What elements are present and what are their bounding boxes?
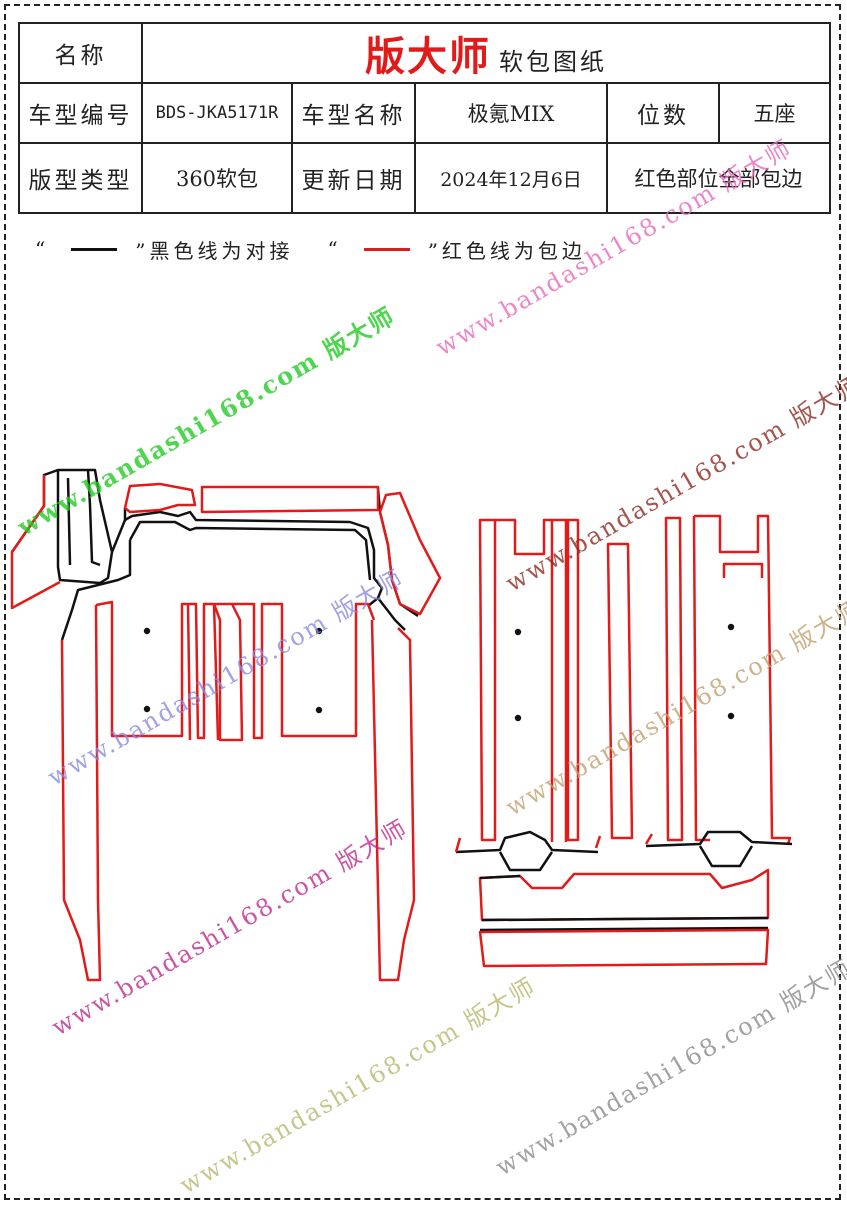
legend-black-text: ”黑色线为对接 [135,238,294,263]
rear-connector-black [455,830,793,872]
dash-far-left-red [10,475,61,610]
rear-middle-strip-red [606,542,634,840]
label-pattern-type: 版型类型 [18,142,143,214]
brand-name: 版大师 [365,33,491,80]
top-trim-center-red [200,485,380,514]
top-trim-right-red [378,491,442,616]
mount-hole [315,627,323,635]
rear-connector-red [454,833,654,853]
floor-mat-slots-red [186,603,220,741]
legend-black-open: “ [35,237,50,261]
dash-left-inner-black [66,469,101,567]
info-table: 名称 版大师软包图纸 车型编号 BDS-JKA5171R 车型名称 极氪MIX … [18,22,832,214]
floor-mat-center-red [95,600,376,742]
label-name: 名称 [18,22,143,84]
red-line-swatch [363,247,410,251]
title-cell: 版大师软包图纸 [140,22,832,84]
dash-center-black [60,510,406,641]
legend-red-open: “ [327,237,342,261]
rear-tunnel-black [479,874,769,932]
mount-hole [727,623,735,631]
rear-tunnel-red [478,868,770,922]
top-trim-left-red [123,482,197,514]
doc-title: 软包图纸 [499,48,607,76]
label-update-date: 更新日期 [291,142,416,214]
label-model-name: 车型名称 [291,82,416,144]
value-update-date: 2024年12月6日 [414,142,608,214]
rear-bottom-strip-red [478,928,770,968]
rear-mat-left-red [478,518,580,842]
front-floor-pattern [10,468,442,982]
mount-hole [727,712,735,720]
mount-hole [514,714,522,722]
info-row-2: 版型类型 360软包 更新日期 2024年12月6日 红色部位全部包边 [18,142,832,214]
value-pattern-type: 360软包 [141,142,293,214]
legend-red-text: ”红色线为包边 [427,238,586,263]
label-seats: 位数 [606,82,720,144]
mount-hole [315,706,323,714]
value-model-code: BDS-JKA5171R [141,82,293,144]
label-model-code: 车型编号 [18,82,143,144]
floor-mat-side-right-red [370,619,416,982]
mount-hole [143,705,151,713]
page-border [4,4,841,1200]
line-legend: “ ”黑色线为对接 “ ”红色线为包边 [35,234,586,264]
rear-mat-right-red [664,514,792,845]
mount-hole [143,627,151,635]
mount-hole [514,628,522,636]
info-row-1: 车型编号 BDS-JKA5171R 车型名称 极氪MIX 位数 五座 [18,82,832,144]
floor-mat-side-left-red [60,604,102,982]
edge-note: 红色部位全部包边 [605,142,832,214]
value-seats: 五座 [717,82,832,144]
title-row: 名称 版大师软包图纸 [18,22,832,84]
value-model-name: 极氪MIX [414,82,608,144]
rear-floor-pattern [454,514,793,968]
rear-mat-left-strip-red [550,520,568,842]
black-line-swatch [71,247,118,251]
